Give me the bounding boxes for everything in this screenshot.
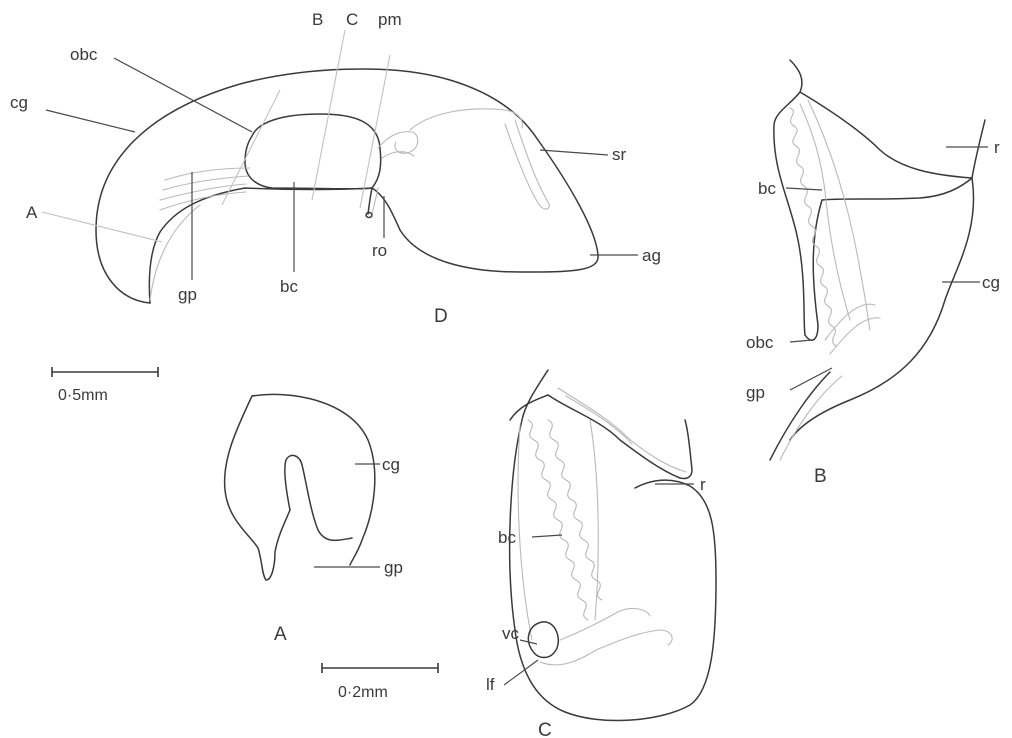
label-ag: ag bbox=[642, 246, 661, 265]
label-a: A bbox=[26, 203, 38, 222]
c-label-r: r bbox=[700, 475, 706, 494]
b-label-obc: obc bbox=[746, 333, 774, 352]
panel-label-a: A bbox=[274, 624, 287, 645]
scale-bar-large: 0·5mm bbox=[52, 367, 158, 404]
scale-bar-small-label: 0·2mm bbox=[338, 684, 388, 701]
c-label-bc: bc bbox=[498, 528, 516, 547]
b-label-cg: cg bbox=[982, 273, 1000, 292]
panel-label-b: B bbox=[814, 466, 827, 487]
label-b: B bbox=[312, 10, 323, 29]
diagram-b: r bc cg obc gp B bbox=[746, 60, 1000, 487]
label-cg: cg bbox=[10, 93, 28, 112]
scale-bar-large-label: 0·5mm bbox=[58, 387, 108, 404]
label-ro: ro bbox=[372, 241, 387, 260]
section-a-outline bbox=[252, 394, 375, 565]
bursa-copulatrix bbox=[245, 114, 381, 189]
label-bc: bc bbox=[280, 277, 298, 296]
a-label-cg: cg bbox=[382, 455, 400, 474]
a-label-gp: gp bbox=[384, 558, 403, 577]
panel-label-c: C bbox=[538, 720, 552, 738]
c-label-vc: vc bbox=[502, 624, 520, 643]
label-gp: gp bbox=[178, 285, 197, 304]
panel-label-d: D bbox=[434, 306, 448, 327]
scale-bar-small: 0·2mm bbox=[322, 663, 438, 701]
label-sr: sr bbox=[612, 145, 627, 164]
b-label-gp: gp bbox=[746, 383, 765, 402]
section-b-outline bbox=[774, 60, 805, 335]
capsule-gland-inner bbox=[149, 188, 245, 303]
label-c: C bbox=[346, 10, 358, 29]
label-pm: pm bbox=[378, 10, 402, 29]
diagram-d: obc cg A B C pm sr ag ro bc gp D bbox=[10, 10, 661, 327]
label-obc: obc bbox=[70, 45, 98, 64]
diagram-a: cg gp A bbox=[225, 394, 403, 645]
b-label-bc: bc bbox=[758, 179, 776, 198]
c-label-lf: lf bbox=[486, 675, 495, 694]
b-label-r: r bbox=[994, 138, 1000, 157]
albumen-gland bbox=[400, 140, 598, 272]
diagram-c: r bc vc lf C bbox=[486, 370, 716, 738]
